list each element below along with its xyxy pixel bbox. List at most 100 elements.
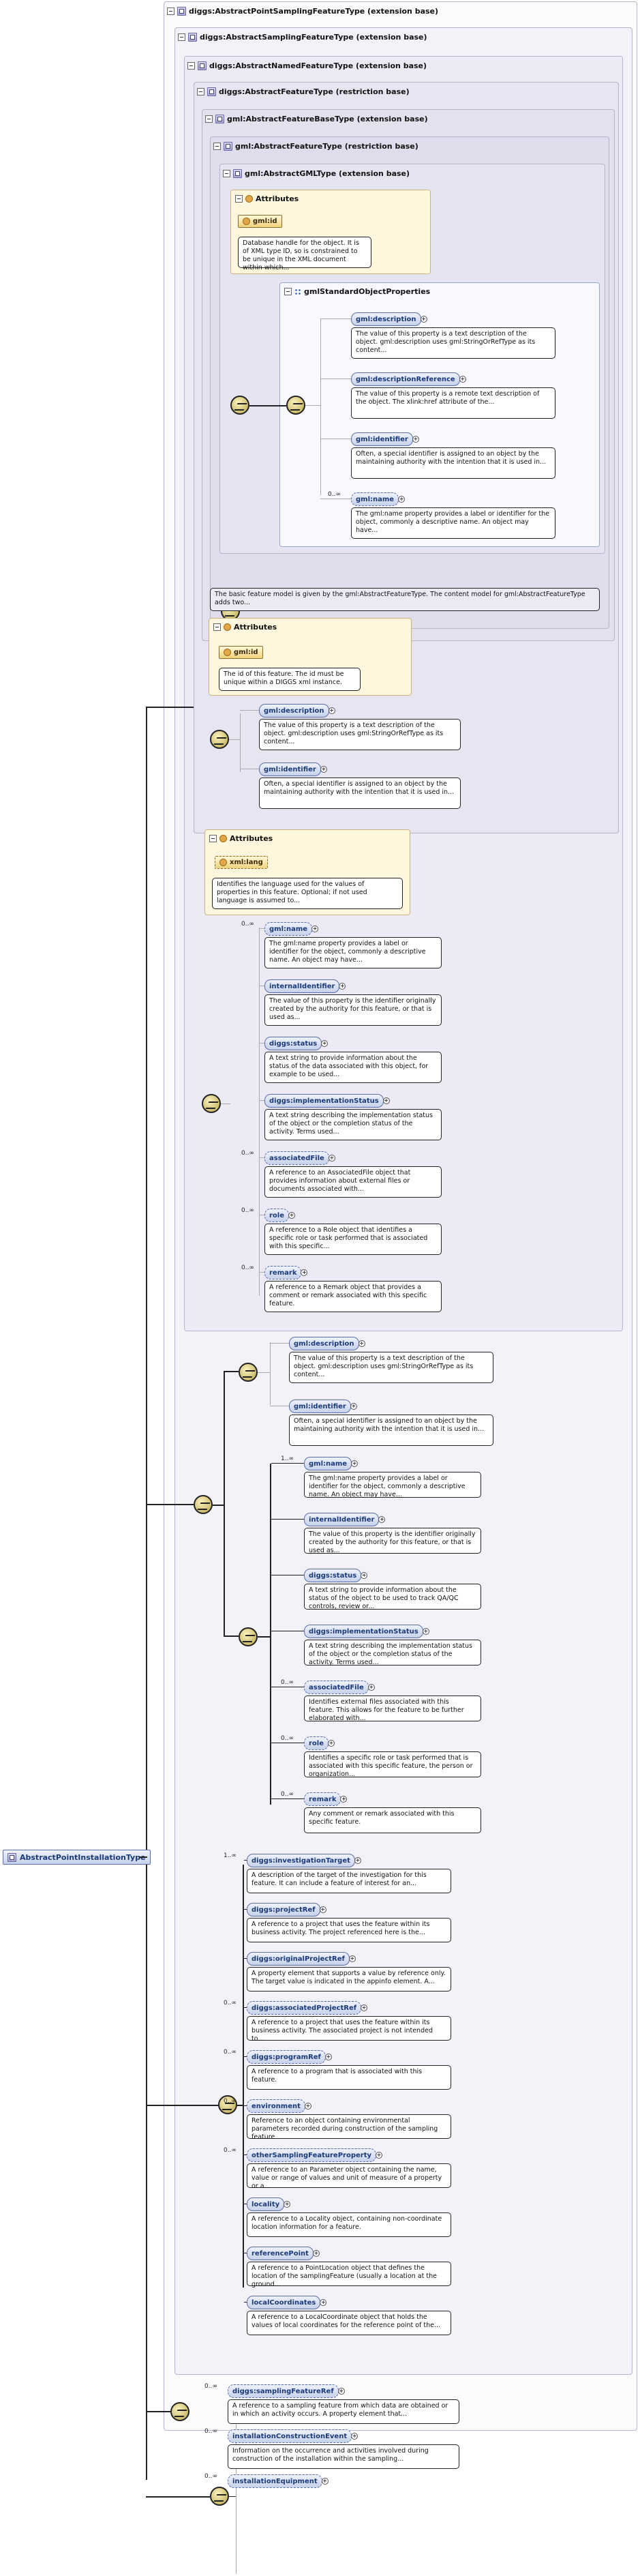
expand-icon[interactable]: + xyxy=(328,1740,335,1747)
sequence-icon[interactable] xyxy=(239,1627,258,1646)
collapse-toggle[interactable] xyxy=(213,623,221,631)
element-diggs-projectref[interactable]: diggs:projectRef+ xyxy=(247,1903,326,1916)
expand-icon[interactable]: + xyxy=(340,1796,348,1803)
sequence-icon[interactable] xyxy=(230,396,249,415)
expand-icon[interactable]: + xyxy=(321,1040,329,1047)
element-associatedfile[interactable]: associatedFile+ xyxy=(304,1681,375,1694)
expand-icon[interactable]: + xyxy=(351,2433,359,2440)
expand-icon[interactable]: + xyxy=(350,1403,357,1410)
collapse-toggle[interactable] xyxy=(284,288,292,295)
expand-icon[interactable]: + xyxy=(361,1572,368,1579)
expand-icon[interactable]: + xyxy=(398,496,406,503)
element-othersamplingfeatureproperty[interactable]: otherSamplingFeatureProperty+ xyxy=(247,2148,383,2162)
sequence-icon[interactable] xyxy=(210,730,229,749)
expand-icon[interactable]: + xyxy=(288,1212,296,1219)
attribute-gml-id[interactable]: gml:id xyxy=(219,646,263,659)
element-locality[interactable]: locality+ xyxy=(247,2197,291,2211)
element-label: gml:descriptionReference xyxy=(356,375,455,383)
expand-icon[interactable]: + xyxy=(351,1460,359,1467)
expand-icon[interactable]: + xyxy=(354,1857,361,1864)
element-diggs-samplingfeatureref[interactable]: diggs:samplingFeatureRef+ xyxy=(228,2384,345,2398)
expand-icon[interactable]: + xyxy=(376,2152,383,2159)
attribute-xml-lang[interactable]: xml:lang xyxy=(215,856,268,869)
expand-icon[interactable]: + xyxy=(412,436,419,443)
expand-icon[interactable]: + xyxy=(348,1955,356,1962)
element-diggs-originalprojectref[interactable]: diggs:originalProjectRef+ xyxy=(247,1952,356,1966)
element-diggs-associatedprojectref[interactable]: diggs:associatedProjectRef+ xyxy=(247,2001,368,2015)
expand-icon[interactable]: + xyxy=(422,1628,429,1635)
element-localcoordinates[interactable]: localCoordinates+ xyxy=(247,2296,327,2309)
element-gml-identifier[interactable]: gml:identifier+ xyxy=(259,763,327,776)
expand-icon[interactable]: + xyxy=(378,1516,386,1523)
element-label: internalIdentifier xyxy=(269,982,335,990)
expand-icon[interactable]: + xyxy=(320,766,327,773)
element-diggs-investigationtarget[interactable]: diggs:investigationTarget+ xyxy=(247,1854,361,1867)
element-environment[interactable]: environment+ xyxy=(247,2099,311,2113)
expand-icon[interactable]: + xyxy=(304,2103,311,2109)
attributes-icon xyxy=(224,623,231,631)
expand-icon[interactable]: + xyxy=(328,1155,335,1161)
sequence-icon[interactable] xyxy=(239,1363,258,1382)
collapse-toggle[interactable] xyxy=(167,7,174,15)
expand-icon[interactable]: + xyxy=(382,1097,390,1104)
expand-icon[interactable]: + xyxy=(319,1906,326,1913)
expand-icon[interactable]: + xyxy=(311,926,319,932)
expand-icon[interactable]: + xyxy=(320,2299,327,2306)
element-gml-identifier[interactable]: gml:identifier+ xyxy=(289,1400,357,1413)
collapse-toggle[interactable] xyxy=(223,169,230,177)
collapse-toggle[interactable] xyxy=(197,87,204,95)
element-role[interactable]: role+ xyxy=(304,1736,335,1750)
element-diggs-status[interactable]: diggs:status+ xyxy=(264,1037,329,1050)
element-label: referencePoint xyxy=(252,2249,309,2257)
expand-icon[interactable]: + xyxy=(301,1269,308,1276)
element-gml-identifier[interactable]: gml:identifier+ xyxy=(351,432,419,446)
root-element[interactable]: AbstractPointInstallationType xyxy=(3,1850,151,1865)
element-associatedfile[interactable]: associatedFile+ xyxy=(264,1151,335,1165)
expand-icon[interactable]: + xyxy=(321,2478,329,2485)
element-referencepoint[interactable]: referencePoint+ xyxy=(247,2247,320,2260)
expand-icon[interactable]: + xyxy=(339,983,346,990)
collapse-toggle[interactable] xyxy=(205,115,213,123)
element-gml-name[interactable]: gml:name+ xyxy=(304,1457,359,1470)
element-remark[interactable]: remark+ xyxy=(264,1266,308,1279)
attribute-gml-id[interactable]: gml:id xyxy=(238,215,282,228)
element-installationequipment[interactable]: installationEquipment+ xyxy=(228,2474,329,2488)
element-diggs-status[interactable]: diggs:status+ xyxy=(304,1569,368,1582)
sequence-icon[interactable] xyxy=(202,1094,221,1113)
collapse-toggle[interactable] xyxy=(235,195,243,203)
expand-icon[interactable]: + xyxy=(361,2004,368,2011)
element-internalidentifier[interactable]: internalIdentifier+ xyxy=(304,1513,386,1526)
sequence-icon[interactable] xyxy=(210,2487,229,2506)
expand-icon[interactable]: + xyxy=(358,1340,365,1347)
expand-icon[interactable]: + xyxy=(420,316,427,323)
expand-icon[interactable]: + xyxy=(312,2250,320,2257)
element-gml-name[interactable]: gml:name+ xyxy=(264,922,319,936)
extension-label: diggs:AbstractNamedFeatureType (extensio… xyxy=(209,61,427,70)
expand-icon[interactable]: + xyxy=(367,1684,375,1691)
collapse-toggle[interactable] xyxy=(178,33,185,41)
element-diggs-implementationstatus[interactable]: diggs:implementationStatus+ xyxy=(264,1094,390,1108)
element-diggs-programref[interactable]: diggs:programRef+ xyxy=(247,2050,332,2064)
element-internalidentifier[interactable]: internalIdentifier + xyxy=(264,979,346,993)
sequence-icon[interactable] xyxy=(194,1495,213,1514)
collapse-toggle[interactable] xyxy=(213,142,221,150)
element-remark[interactable]: remark+ xyxy=(304,1792,348,1806)
element-diggs-implementationstatus[interactable]: diggs:implementationStatus+ xyxy=(304,1625,429,1638)
collapse-toggle[interactable] xyxy=(209,835,217,842)
element-gml-name[interactable]: gml:name+ xyxy=(351,492,406,506)
sequence-icon[interactable] xyxy=(170,2402,189,2421)
element-gml-description[interactable]: gml:description+ xyxy=(289,1337,365,1350)
expand-icon[interactable]: + xyxy=(328,707,335,714)
expand-icon[interactable]: + xyxy=(337,2388,345,2395)
collapse-toggle[interactable] xyxy=(187,61,195,70)
expand-icon[interactable]: + xyxy=(459,376,466,383)
element-doc: The value of this property is a text des… xyxy=(289,1352,493,1383)
element-gml-description[interactable]: gml:description+ xyxy=(351,312,427,326)
element-gml-description[interactable]: gml:description+ xyxy=(259,704,335,717)
expand-icon[interactable]: + xyxy=(324,2054,332,2060)
sequence-icon[interactable] xyxy=(286,396,305,415)
element-gml-descriptionreference[interactable]: gml:descriptionReference + xyxy=(351,372,466,386)
element-installationconstructionevent[interactable]: installationConstructionEvent+ xyxy=(228,2429,359,2443)
element-role[interactable]: role+ xyxy=(264,1209,296,1222)
expand-icon[interactable]: + xyxy=(284,2201,291,2208)
